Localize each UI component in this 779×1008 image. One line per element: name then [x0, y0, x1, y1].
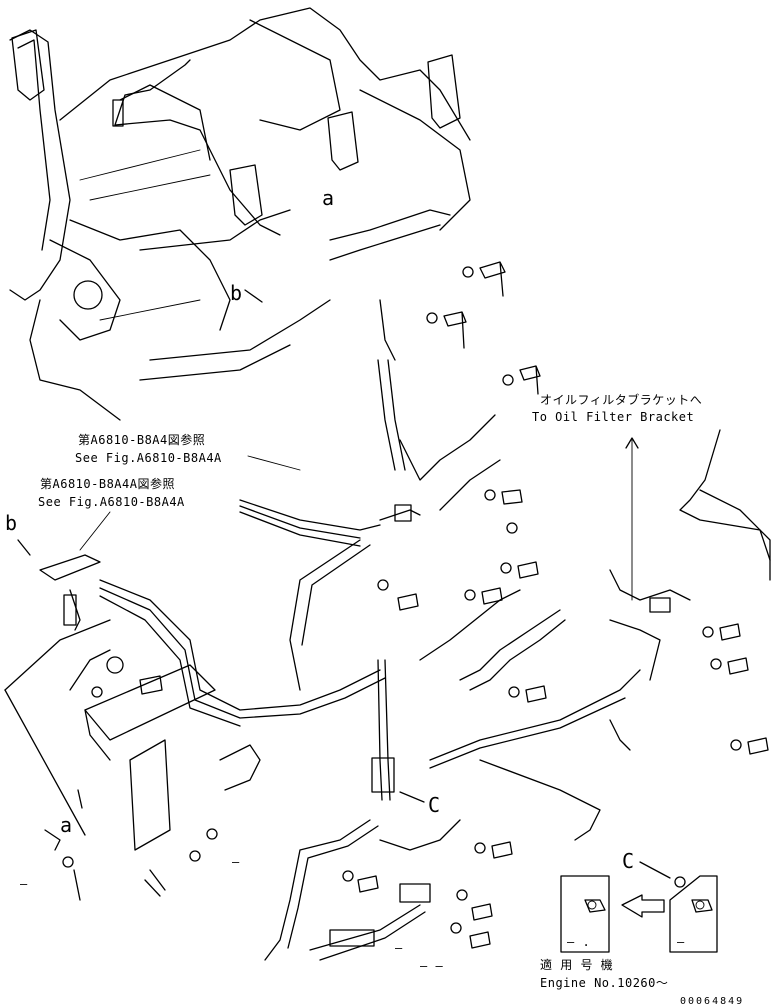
ref-b-left-label: b [5, 511, 17, 535]
oil-filter-pipe [609, 429, 771, 681]
applicable-note-jp: 適 用 号 機 [540, 957, 613, 972]
dash-marker-2: – – [420, 959, 443, 973]
fig-ref-1-jp: 第A6810-B8A4図参照 [78, 432, 205, 447]
lower-harness [264, 819, 513, 961]
ref-c-inset-label: C [622, 849, 634, 873]
inset-dash-right: – [677, 935, 685, 949]
oil-filter-note-jp: オイルフィルタブラケットへ [540, 392, 702, 407]
fig-ref-2-jp: 第A6810-B8A4A図参照 [40, 476, 175, 491]
drawing-code: 00064849 [680, 996, 744, 1007]
inset-panel [560, 875, 718, 953]
dash-marker-1: – [20, 877, 28, 891]
bolt-set-middle [377, 489, 769, 755]
harness-bundle [99, 359, 641, 841]
engine-number-note: Engine No.10260～ [540, 976, 668, 990]
fig-ref-1-en: See Fig.A6810-B8A4A [75, 451, 222, 465]
bolt-set-upper [426, 261, 541, 395]
ref-c-mid-label: C [428, 793, 440, 817]
dash-marker-3: – [395, 941, 403, 955]
left-bracket-assembly [4, 554, 218, 901]
ref-a-left-label: a [60, 813, 72, 837]
oil-filter-note-en: To Oil Filter Bracket [532, 410, 694, 424]
ref-b-top-label: b [230, 281, 242, 305]
dash-marker-4: – [232, 855, 240, 869]
fig-ref-2-en: See Fig.A6810-B8A4A [38, 495, 185, 509]
inset-dash-left: – . [567, 935, 590, 949]
engine-block [9, 7, 471, 421]
ref-a-top-label: a [322, 186, 334, 210]
upper-pipes [112, 59, 451, 361]
